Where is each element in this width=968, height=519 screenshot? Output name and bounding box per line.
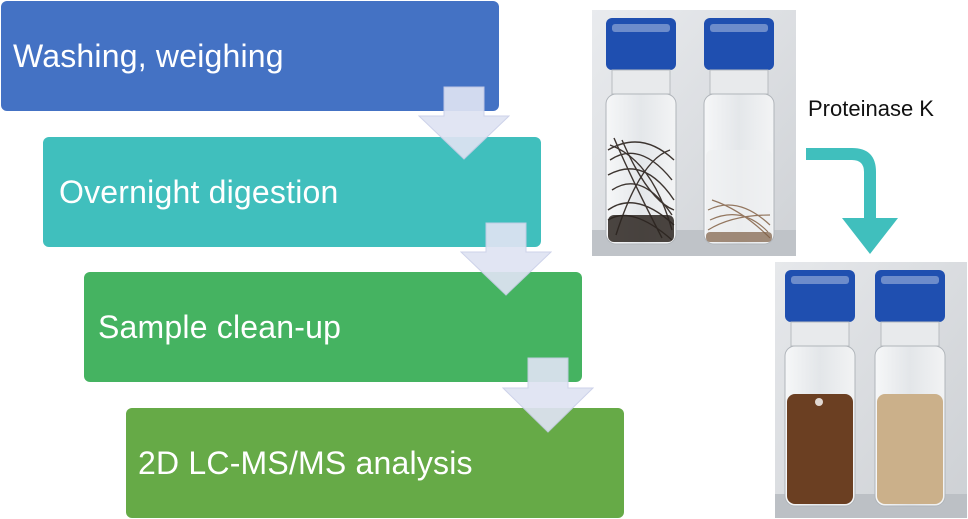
step-label: Overnight digestion: [59, 173, 339, 210]
step-washing-weighing: Washing, weighing: [1, 1, 499, 111]
vials-before-digestion-photo: [592, 10, 796, 256]
down-arrow-icon: [460, 222, 552, 296]
step-overnight-digestion: Overnight digestion: [43, 137, 541, 247]
curved-arrow-icon: [806, 148, 898, 254]
down-arrow-icon: [502, 357, 594, 433]
down-arrow-icon: [418, 86, 510, 160]
step-lc-ms-analysis: 2D LC-MS/MS analysis: [126, 408, 624, 518]
vials-after-digestion-photo: [775, 262, 967, 518]
proteinase-k-label: Proteinase K: [808, 96, 934, 121]
step-label: Sample clean-up: [98, 308, 342, 345]
step-label: Washing, weighing: [13, 37, 284, 74]
step-sample-clean-up: Sample clean-up: [84, 272, 582, 382]
step-label: 2D LC-MS/MS analysis: [138, 444, 473, 481]
